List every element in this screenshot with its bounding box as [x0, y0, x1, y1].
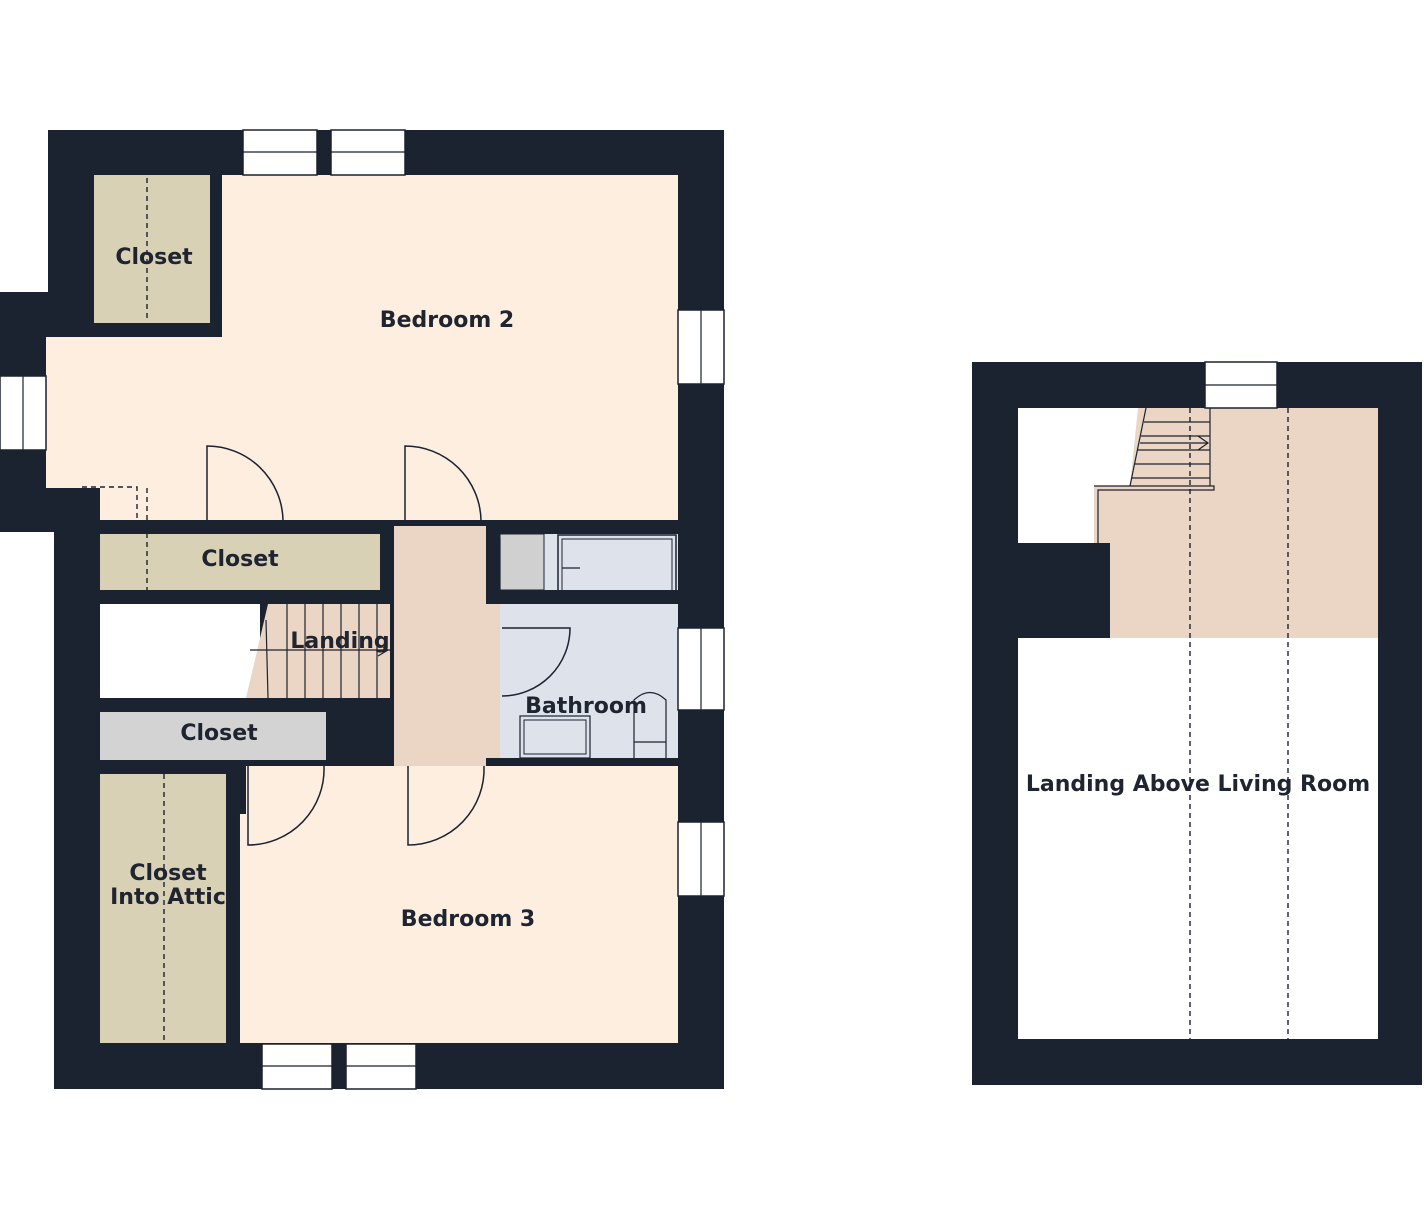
bedroom-2-floor — [46, 175, 678, 520]
stairs — [246, 604, 390, 698]
landing-label: Landing — [290, 629, 389, 654]
landing-above-label: Landing Above Living Room — [1026, 772, 1370, 797]
bedroom-2-label: Bedroom 2 — [380, 308, 514, 333]
closet-top-label: Closet — [115, 245, 193, 270]
main-floor: Closet Bedroom 2 Closet Landing Bathroom… — [0, 129, 725, 1090]
bedroom-3-label: Bedroom 3 — [401, 907, 535, 932]
landing-hall-floor — [394, 526, 500, 766]
vanity — [519, 715, 591, 759]
windows-main — [0, 129, 725, 1090]
landing-above-floor — [1018, 638, 1378, 1039]
closet-mid-label: Closet — [201, 547, 279, 572]
closet-attic-floor — [100, 774, 226, 1043]
closet-top-floor — [94, 175, 210, 323]
closet-grey-label: Closet — [180, 721, 258, 746]
closet-attic-label-line2: Into Attic — [110, 885, 226, 910]
bedroom-3-floor — [240, 766, 678, 1043]
bathroom-label: Bathroom — [525, 694, 647, 719]
closet-grey-floor — [100, 712, 326, 760]
stair-void — [100, 604, 260, 698]
upper-landing-floor: Landing Above Living Room — [972, 361, 1422, 1085]
closet-attic-label-line1: Closet — [129, 861, 207, 886]
stairs-right — [1094, 400, 1215, 543]
landing-shaded-floor — [1094, 408, 1378, 638]
stair-treads — [250, 604, 390, 699]
